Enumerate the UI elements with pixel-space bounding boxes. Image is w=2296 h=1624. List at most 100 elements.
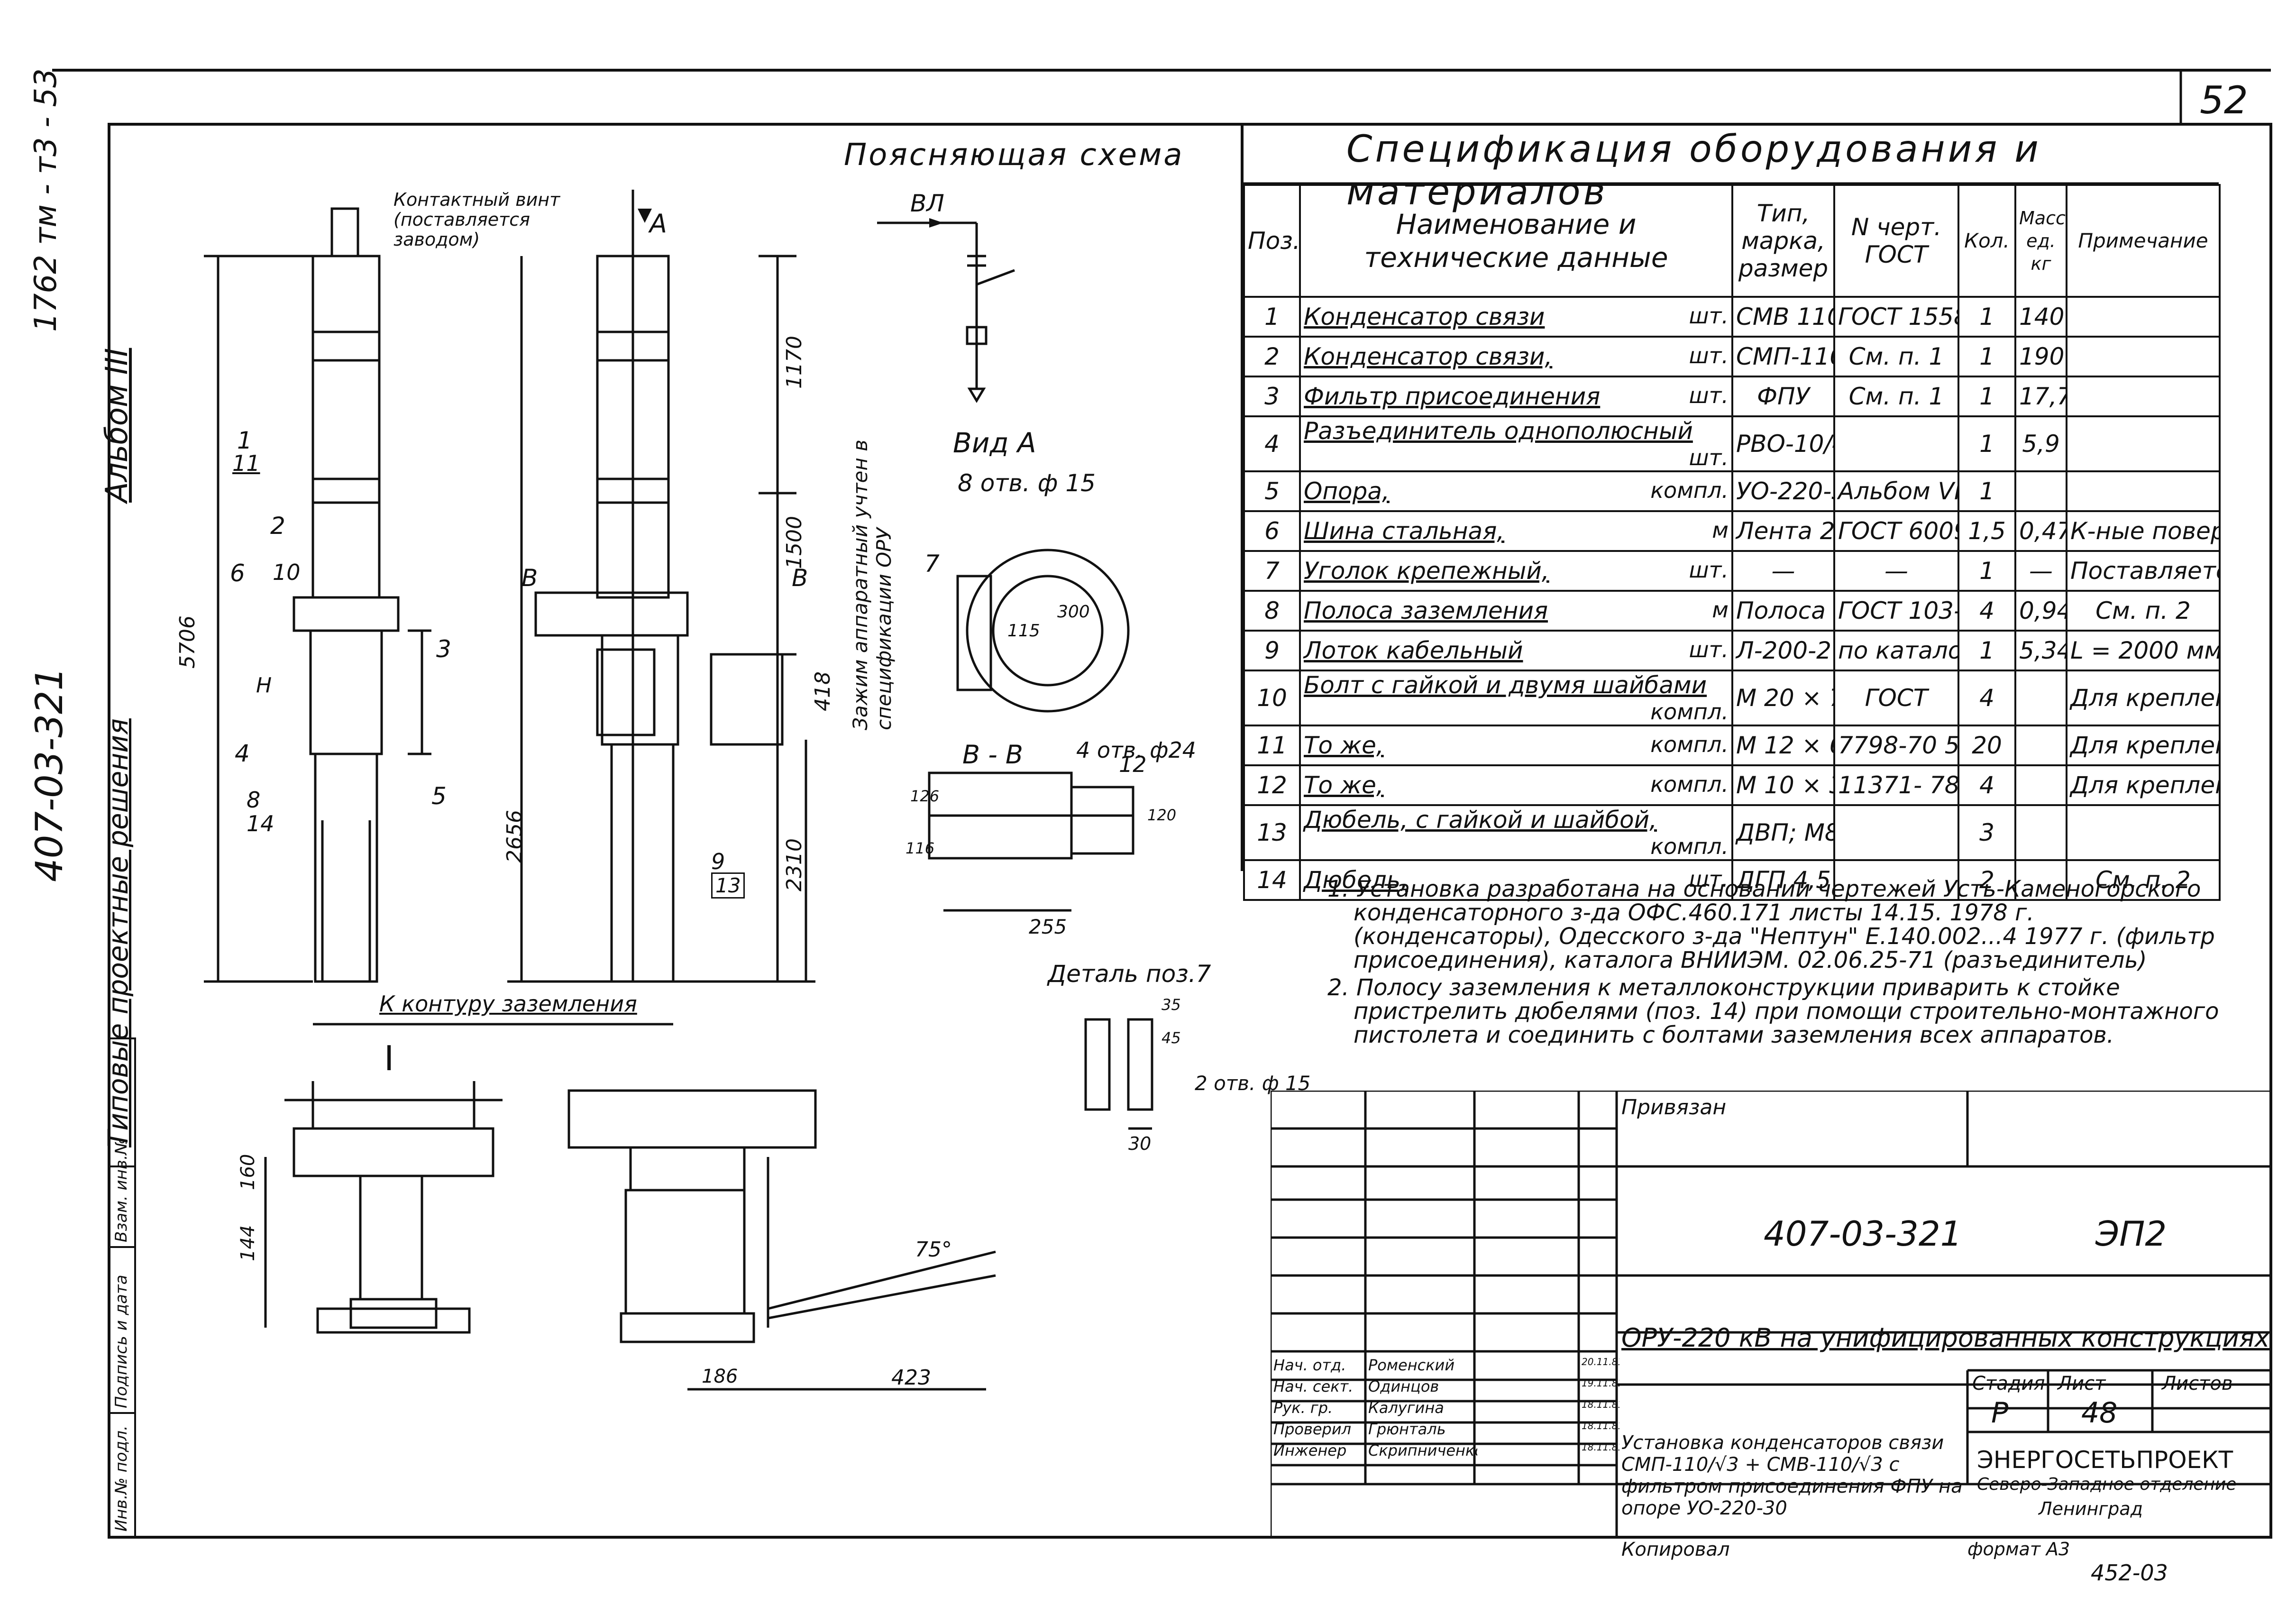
spec-cell-note <box>2066 804 2221 861</box>
spec-cell-name: То же,компл. <box>1299 725 1733 766</box>
angle-75: 75° <box>915 1238 952 1262</box>
spec-header-pos: Поз. <box>1243 184 1301 298</box>
spec-item-name: Дюбель, с гайкой и шайбой, <box>1304 806 1657 834</box>
tb-description: Установка конденсаторов связи СМП-110/√3… <box>1621 1432 1963 1519</box>
spec-cell-gost: 11371- 78 <box>1833 764 1959 806</box>
tb-sheet-label: Лист <box>2058 1373 2106 1395</box>
spec-cell-gost: — <box>1833 550 1959 592</box>
spec-cell-gost: ГОСТ 6009-74 <box>1833 510 1959 552</box>
dim-255: 255 <box>1029 915 1067 938</box>
spec-cell-type: ФПУ <box>1731 376 1835 417</box>
tb-bottom-code: 452-03 <box>2091 1560 2168 1586</box>
spec-cell-pos: 6 <box>1243 510 1301 552</box>
spec-frame <box>1241 124 2219 871</box>
spec-header-name: Наименование и технические данные <box>1299 184 1733 298</box>
spec-header-row: Поз. Наименование и технические данные Т… <box>1243 184 2221 298</box>
spec-cell-pos: 4 <box>1243 415 1301 472</box>
tb-signer-role: Нач. сект. <box>1273 1377 1354 1395</box>
tb-signer-date: 20.11.81 <box>1582 1356 1619 1367</box>
spec-header-note: Примечание <box>2066 184 2221 298</box>
callout-pos-14: 14 <box>247 811 274 836</box>
tb-doc-code: 407-03-321 <box>1764 1214 1962 1254</box>
tb-sheet: 48 <box>2081 1396 2118 1430</box>
spec-cell-name: Конденсатор связи,шт. <box>1299 336 1733 377</box>
view-a-label: Вид А <box>953 427 1036 459</box>
spec-cell-note: Для крепления поз. 3 <box>2066 764 2221 806</box>
tb-copied-label: Копировал <box>1621 1539 1730 1560</box>
spec-cell-gost: ГОСТ <box>1833 670 1959 726</box>
tb-signer-role: Нач. отд. <box>1273 1356 1346 1374</box>
dim-160: 160 <box>237 1154 259 1190</box>
spec-cell-name: Уголок крепежный,шт. <box>1299 550 1733 592</box>
section-bb-label: В - В <box>962 740 1023 770</box>
callout-pos-2: 2 <box>270 512 285 540</box>
spec-cell-qty: 1 <box>1958 336 2016 377</box>
spec-cell-note: L = 2000 мм <box>2066 630 2221 671</box>
spec-item-name: Лоток кабельный <box>1304 637 1523 664</box>
tb-signer-role: Рук. гр. <box>1273 1399 1333 1417</box>
spec-cell-note: См. п. 2 <box>2066 590 2221 632</box>
spec-cell-qty: 1 <box>1958 470 2016 512</box>
spec-item-unit: шт. <box>1689 866 1729 892</box>
spec-cell-pos: 13 <box>1243 804 1301 861</box>
spec-cell-mass: 5,34 <box>2014 630 2067 671</box>
spec-cell-type: СМВ 110/√3 -64 У1 <box>1731 296 1835 338</box>
spec-item-name: Опора, <box>1304 477 1390 505</box>
callout-pos-5: 5 <box>431 782 447 810</box>
spec-cell-type: М 12 × 60 <box>1731 725 1835 766</box>
spec-cell-type: Полоса стальная 30×4 <box>1731 590 1835 632</box>
spec-item-name: Конденсатор связи <box>1304 303 1545 330</box>
sheet-number: 52 <box>2200 78 2248 122</box>
spec-cell-type: — <box>1731 550 1835 592</box>
spec-cell-type: ДГП 4,5×40 <box>1731 859 1835 901</box>
spec-cell-qty: 1 <box>1958 550 2016 592</box>
spec-cell-mass: 140 <box>2014 296 2067 338</box>
dim-45: 45 <box>1162 1029 1181 1047</box>
spec-cell-qty: 1,5 <box>1958 510 2016 552</box>
callout-pos-7: 7 <box>924 550 940 578</box>
dim-35: 35 <box>1162 996 1181 1014</box>
tb-signer-date: 18.11.81 <box>1582 1399 1619 1410</box>
spec-cell-mass <box>2014 670 2067 726</box>
section-mark-b-right: В <box>792 564 808 592</box>
spec-cell-note <box>2066 336 2221 377</box>
spec-cell-note: К-ные поверхности лудить <box>2066 510 2221 552</box>
spec-cell-note: Для крепления поз. 2 <box>2066 670 2221 726</box>
spec-cell-qty: 4 <box>1958 764 2016 806</box>
spec-header-qty: Кол. <box>1958 184 2016 298</box>
tb-signer-role: Инженер <box>1273 1441 1347 1459</box>
spec-cell-mass: 190 <box>2014 336 2067 377</box>
detail-title: Деталь поз.7 <box>1048 960 1211 988</box>
dim-115: 115 <box>1007 621 1040 641</box>
spec-item-unit: компл. <box>1650 477 1729 503</box>
note-1: 1. Установка разработана на основании че… <box>1327 876 2215 973</box>
tb-bound-label: Привязан <box>1621 1095 1727 1119</box>
spec-cell-qty: 1 <box>1958 415 2016 472</box>
spec-cell-gost <box>1833 859 1959 901</box>
spec-item-unit: шт. <box>1689 383 1729 408</box>
tb-format: формат А3 <box>1967 1539 2070 1560</box>
spec-item-name: Дюбель, <box>1304 866 1409 894</box>
spec-cell-mass <box>2014 804 2067 861</box>
arrow-a-label: А <box>649 209 667 239</box>
spec-cell-gost: Альбом VI АСЗ-03 л.66 <box>1833 470 1959 512</box>
spec-cell-pos: 9 <box>1243 630 1301 671</box>
notes: 1. Установка разработана на основании че… <box>1327 877 2228 1051</box>
spec-cell-name: То же,компл. <box>1299 764 1733 806</box>
spec-cell-pos: 1 <box>1243 296 1301 338</box>
spec-cell-note: См. п. 2 <box>2066 859 2221 901</box>
